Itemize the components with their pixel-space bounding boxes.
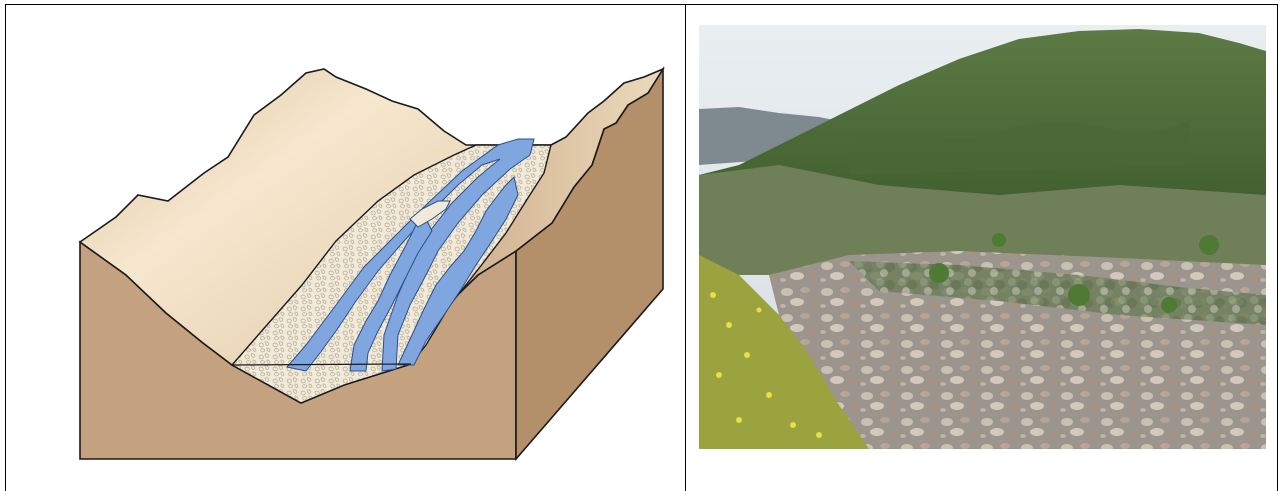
braided-stream-block-diagram (6, 5, 684, 491)
frame-right-border (1277, 4, 1278, 491)
dry-wash-photo (699, 25, 1266, 449)
frame-divider (685, 4, 686, 491)
